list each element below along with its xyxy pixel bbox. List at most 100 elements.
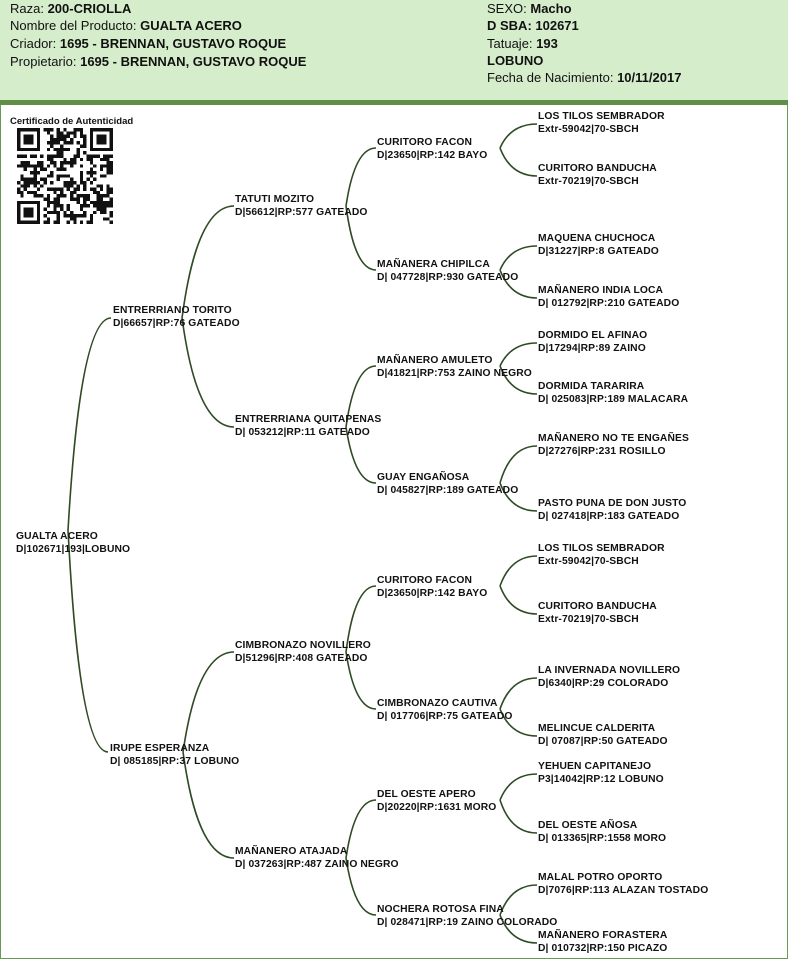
pedigree-gen4-node: LOS TILOS SEMBRADOR Extr-59042|70-SBCH: [538, 542, 665, 568]
producto-line: Nombre del Producto: GUALTA ACERO: [10, 18, 242, 33]
ancestor-info: D| 07087|RP:50 GATEADO: [538, 736, 668, 747]
ancestor-name: LOS TILOS SEMBRADOR: [538, 111, 665, 122]
ancestor-name: DORMIDA TARARIRA: [538, 381, 645, 392]
ancestor-name: DORMIDO EL AFINAO: [538, 330, 648, 341]
ancestor-name: YEHUEN CAPITANEJO: [538, 761, 652, 772]
pedigree-gen4-node: MALAL POTRO OPORTO D|7076|RP:113 ALAZAN …: [538, 871, 708, 897]
ancestor-info: D|20220|RP:1631 MORO: [377, 802, 497, 813]
pedigree-gen3-node: MAÑANERA CHIPILCA D| 047728|RP:930 GATEA…: [377, 258, 518, 284]
ancestor-info: Extr-59042|70-SBCH: [538, 556, 639, 567]
ancestor-name: PASTO PUNA DE DON JUSTO: [538, 498, 687, 509]
pedigree-gen4-node: DORMIDA TARARIRA D| 025083|RP:189 MALACA…: [538, 380, 688, 406]
connector-line: [499, 123, 538, 149]
ancestor-info: D| 027418|RP:183 GATEADO: [538, 511, 680, 522]
raza-line: Raza: 200-CRIOLLA: [10, 1, 132, 16]
ancestor-info: D|17294|RP:89 ZAINO: [538, 343, 646, 354]
tatuaje-line: Tatuaje: 193: [487, 36, 558, 51]
sire-name: ENTRERRIANO TORITO: [113, 305, 232, 316]
ancestor-info: D| 037263|RP:487 ZAINO NEGRO: [235, 859, 399, 870]
root-name: GUALTA ACERO: [16, 531, 98, 542]
pedigree-gen4-node: CURITORO BANDUCHA Extr-70219|70-SBCH: [538, 600, 657, 626]
pedigree-gen4-node: CURITORO BANDUCHA Extr-70219|70-SBCH: [538, 162, 657, 188]
pedigree-gen3-node: CURITORO FACON D|23650|RP:142 BAYO: [377, 574, 487, 600]
ancestor-info: D|23650|RP:142 BAYO: [377, 150, 488, 161]
pedigree-gen2-node: TATUTI MOZITO D|56612|RP:577 GATEADO: [235, 193, 368, 219]
connector-line: [499, 482, 538, 512]
pedigree-gen3-node: CURITORO FACON D|23650|RP:142 BAYO: [377, 136, 487, 162]
propietario-line: Propietario: 1695 - BRENNAN, GUSTAVO ROQ…: [10, 54, 307, 69]
pelaje-line: LOBUNO: [487, 53, 544, 68]
connector-line: [345, 585, 377, 653]
connector-line: [499, 147, 538, 177]
ancestor-info: D|31227|RP:8 GATEADO: [538, 246, 659, 257]
connector-line: [182, 651, 235, 753]
ancestor-name: MAÑANERO NO TE ENGAÑES: [538, 433, 689, 444]
ancestor-name: MAQUENA CHUCHOCA: [538, 233, 656, 244]
ancestor-name: NOCHERA ROTOSA FINA: [377, 904, 504, 915]
ancestor-info: Extr-70219|70-SBCH: [538, 614, 639, 625]
pedigree-gen4-node: YEHUEN CAPITANEJO P3|14042|RP:12 LOBUNO: [538, 760, 664, 786]
ancestor-info: D|7076|RP:113 ALAZAN TOSTADO: [538, 885, 709, 896]
ancestor-name: MALAL POTRO OPORTO: [538, 872, 663, 883]
qr-code-icon[interactable]: [17, 128, 113, 224]
root-info: D|102671|193|LOBUNO: [16, 544, 131, 555]
ancestor-info: D|56612|RP:577 GATEADO: [235, 207, 368, 218]
ancestor-name: MELINCUE CALDERITA: [538, 723, 656, 734]
connector-line: [499, 365, 538, 395]
pedigree-gen3-node: CIMBRONAZO CAUTIVA D| 017706|RP:75 GATEA…: [377, 697, 513, 723]
ancestor-name: MAÑANERO FORASTERA: [538, 930, 668, 941]
ancestor-name: CIMBRONAZO NOVILLERO: [235, 640, 371, 651]
connector-line: [181, 317, 235, 428]
ancestor-info: P3|14042|RP:12 LOBUNO: [538, 774, 664, 785]
connector-line: [345, 651, 377, 710]
connector-line: [345, 147, 377, 207]
ancestor-info: D| 012792|RP:210 GATEADO: [538, 298, 680, 309]
pedigree-gen3-node: MAÑANERO AMULETO D|41821|RP:753 ZAINO NE…: [377, 354, 532, 380]
ancestor-name: CURITORO FACON: [377, 137, 473, 148]
pedigree-sire: ENTRERRIANO TORITO D|66657|RP:76 GATEADO: [113, 304, 240, 330]
ancestor-info: D| 013365|RP:1558 MORO: [538, 833, 667, 844]
ancestor-name: LOS TILOS SEMBRADOR: [538, 543, 665, 554]
pedigree-gen3-node: NOCHERA ROTOSA FINA D| 028471|RP:19 ZAIN…: [377, 903, 557, 929]
ancestor-info: D|51296|RP:408 GATEADO: [235, 653, 368, 664]
ancestor-info: D| 028471|RP:19 ZAINO COLORADO: [377, 917, 558, 928]
pedigree-gen2-node: MAÑANERO ATAJADA D| 037263|RP:487 ZAINO …: [235, 845, 399, 871]
connector-line: [499, 585, 538, 615]
connector-line: [499, 342, 538, 367]
connector-line: [499, 677, 538, 710]
pedigree-gen4-node: PASTO PUNA DE DON JUSTO D| 027418|RP:183…: [538, 497, 686, 523]
certificate-title: Certificado de Autenticidad: [10, 116, 134, 127]
connector-line: [345, 799, 377, 859]
dam-name: IRUPE ESPERANZA: [110, 743, 210, 754]
ancestor-name: CIMBRONAZO CAUTIVA: [377, 698, 498, 709]
connector-line: [499, 269, 538, 299]
connector-line: [345, 426, 377, 484]
ancestor-name: LA INVERNADA NOVILLERO: [538, 665, 681, 676]
ancestor-name: DEL OESTE AÑOSA: [538, 820, 638, 831]
ancestor-info: D| 053212|RP:11 GATEADO: [235, 427, 370, 438]
pedigree-gen4-node: MELINCUE CALDERITA D| 07087|RP:50 GATEAD…: [538, 722, 668, 748]
pedigree-gen4-node: MAÑANERO INDIA LOCA D| 012792|RP:210 GAT…: [538, 284, 679, 310]
ancestor-info: D| 017706|RP:75 GATEADO: [377, 711, 513, 722]
header-panel: Raza: 200-CRIOLLA Nombre del Producto: G…: [0, 0, 788, 105]
sexo-line: SEXO: Macho: [487, 1, 572, 16]
connector-line: [499, 445, 538, 484]
ancestor-name: MAÑANERO ATAJADA: [235, 846, 348, 857]
pedigree-gen2-node: CIMBRONAZO NOVILLERO D|51296|RP:408 GATE…: [235, 639, 371, 665]
ancestor-info: D|27276|RP:231 ROSILLO: [538, 446, 666, 457]
connector-line: [67, 317, 112, 531]
connector-line: [499, 555, 538, 587]
ancestor-info: D| 025083|RP:189 MALACARA: [538, 394, 689, 405]
pedigree-gen2-node: ENTRERRIANA QUITAPENAS D| 053212|RP:11 G…: [235, 413, 381, 439]
pedigree-gen4-node: LA INVERNADA NOVILLERO D|6340|RP:29 COLO…: [538, 664, 680, 690]
connector-line: [499, 245, 538, 271]
pedigree-gen4-node: MAÑANERO FORASTERA D| 010732|RP:150 PICA…: [538, 929, 667, 955]
ancestor-info: D|23650|RP:142 BAYO: [377, 588, 488, 599]
pedigree-gen4-node: DORMIDO EL AFINAO D|17294|RP:89 ZAINO: [538, 329, 647, 355]
connector-line: [181, 205, 235, 319]
ancestor-name: DEL OESTE APERO: [377, 789, 476, 800]
ancestor-name: MAÑANERO INDIA LOCA: [538, 285, 664, 296]
ancestor-name: TATUTI MOZITO: [235, 194, 315, 205]
sba-line: D SBA: 102671: [487, 18, 579, 33]
